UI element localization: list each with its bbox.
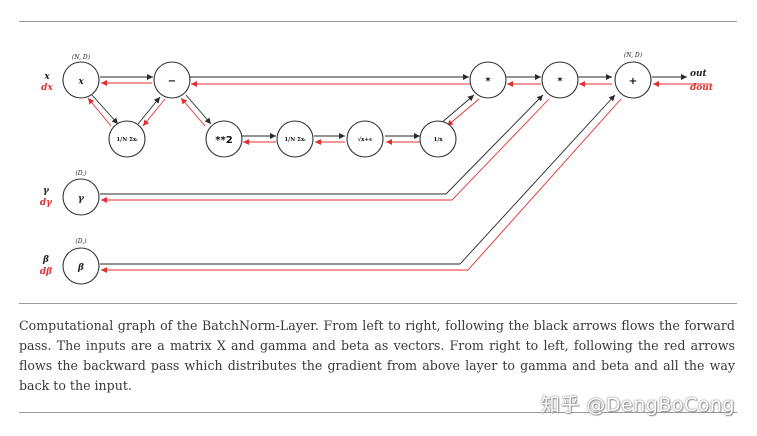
top-rule [19,21,737,22]
side-labels: x dx γ dγ β dβ out dout [40,69,714,277]
node-sqrt: √x+ε [346,120,384,158]
node-square-label: **2 [215,135,232,146]
node-mul2: * [541,61,579,99]
node-beta-label: β [77,263,84,273]
label-dgamma: dγ [40,198,53,208]
label-gamma: γ [43,186,50,196]
node-mean: 1/N Σxᵢ [108,120,146,158]
shape-out: (N, D) [624,52,643,59]
shape-gamma: (D,) [75,170,87,177]
backward-edges [87,80,710,273]
node-gamma: γ (D,) [62,170,100,216]
forward-edges [91,74,687,265]
batchnorm-graph: x (N, D) − 1/N Σxᵢ **2 1/N Σxᵢ √x+ε 1/x … [40,52,714,285]
figure-caption: Computational graph of the BatchNorm-Lay… [19,318,735,393]
node-mean-label: 1/N Σxᵢ [116,137,138,143]
node-var-mean: 1/N Σxᵢ [276,120,314,158]
node-x: x (N, D) [62,54,100,99]
label-dx: dx [41,83,53,93]
node-inv: 1/x [419,120,457,158]
bottom-rule [19,412,737,413]
node-minus-label: − [168,76,176,87]
node-beta: β (D,) [62,238,100,285]
divider-rule [19,303,737,304]
node-square: **2 [205,120,243,158]
node-var-mean-label: 1/N Σxᵢ [284,137,306,143]
node-plus: + (N, D) [614,52,652,99]
watermark: 知乎 @DengBoCong [540,394,735,416]
node-minus: − [153,61,191,99]
label-x: x [43,72,50,82]
node-plus-label: + [629,76,637,87]
node-x-label: x [77,77,84,87]
shape-x: (N, D) [72,54,91,61]
label-beta: β [42,255,49,265]
shape-beta: (D,) [75,238,87,245]
label-dbeta: dβ [40,267,52,277]
node-mul1: * [469,61,507,99]
node-inv-label: 1/x [433,137,443,143]
node-mul2-label: * [557,76,563,87]
label-out: out [690,69,708,79]
node-gamma-label: γ [78,194,85,204]
node-sqrt-label: √x+ε [358,136,374,143]
node-mul1-label: * [485,76,491,87]
label-dout: dout [690,83,714,93]
